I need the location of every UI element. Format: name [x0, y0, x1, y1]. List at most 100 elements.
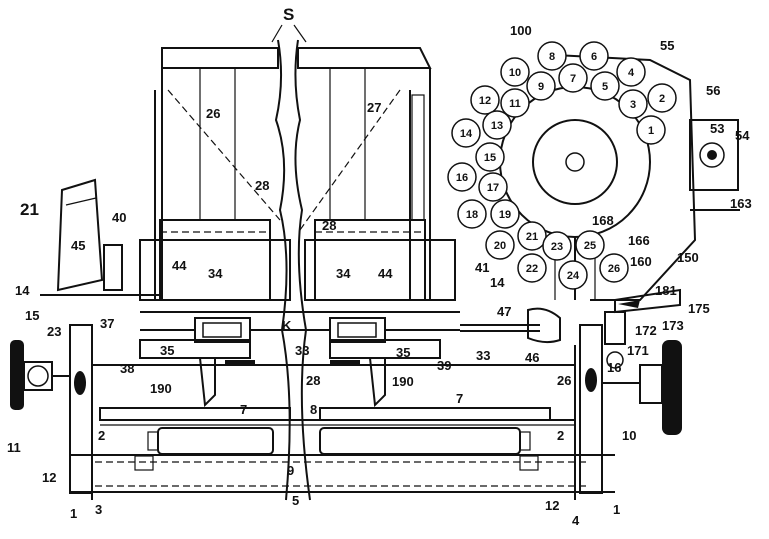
label-35-left: 35 — [160, 343, 174, 358]
cartridge-9 — [526, 71, 556, 101]
cartridge-8 — [537, 41, 567, 71]
label-55: 55 — [660, 38, 674, 53]
label-9: 9 — [287, 463, 294, 478]
label-16: 16 — [607, 360, 621, 375]
cartridge-5 — [590, 71, 620, 101]
label-168: 168 — [592, 213, 614, 228]
cartridge-number-21: 21 — [526, 231, 538, 243]
cartridge-number-24: 24 — [567, 270, 580, 282]
label-38: 38 — [120, 361, 134, 376]
label-100: 100 — [510, 23, 532, 38]
label-56: 56 — [706, 83, 720, 98]
cartridge-22 — [517, 253, 547, 283]
cartridge-number-6: 6 — [591, 51, 597, 63]
label-26-top: 26 — [206, 106, 220, 121]
label-172: 172 — [635, 323, 657, 338]
cartridge-number-7: 7 — [570, 73, 576, 85]
label-10: 10 — [622, 428, 636, 443]
label-14-right: 14 — [490, 275, 505, 290]
label-46: 46 — [525, 350, 539, 365]
cartridge-14 — [451, 118, 481, 148]
label-53: 53 — [710, 121, 724, 136]
cartridge-4 — [616, 57, 646, 87]
cartridge-number-13: 13 — [491, 120, 503, 132]
label-45: 45 — [71, 238, 85, 253]
cartridge-number-8: 8 — [549, 51, 555, 63]
label-K: K — [282, 318, 292, 333]
cartridge-number-16: 16 — [456, 172, 468, 184]
label-12-left: 12 — [42, 470, 56, 485]
label-15: 15 — [25, 308, 39, 323]
label-1-right: 1 — [613, 502, 620, 517]
cartridge-6 — [579, 41, 609, 71]
label-33-left: 33 — [295, 343, 309, 358]
cartridge-number-23: 23 — [551, 241, 563, 253]
rollers — [99, 407, 551, 455]
cartridge-number-19: 19 — [499, 209, 511, 221]
label-190-right: 190 — [392, 374, 414, 389]
cartridge-19 — [490, 199, 520, 229]
cartridge-25 — [575, 230, 605, 260]
cartridge-23 — [542, 231, 572, 261]
cartridge-number-9: 9 — [538, 81, 544, 93]
cartridge-number-26: 26 — [608, 263, 620, 275]
cartridge-21 — [517, 221, 547, 251]
label-3: 3 — [95, 502, 102, 517]
cartridge-number-12: 12 — [479, 95, 491, 107]
cartridge-number-11: 11 — [509, 98, 521, 110]
funnel-21 — [40, 178, 160, 296]
cartridge-17 — [478, 172, 508, 202]
label-33-right: 33 — [476, 348, 490, 363]
label-14-left: 14 — [15, 283, 30, 298]
label-175: 175 — [688, 301, 710, 316]
label-54: 54 — [735, 128, 750, 143]
label-11: 11 — [7, 440, 21, 455]
cartridge-number-4: 4 — [628, 67, 635, 79]
label-23: 23 — [47, 324, 61, 339]
label-44-right: 44 — [378, 266, 393, 281]
label-21: 21 — [20, 200, 39, 219]
label-181: 181 — [655, 283, 677, 298]
cartridge-number-5: 5 — [602, 81, 608, 93]
label-26-right: 26 — [557, 373, 571, 388]
cartridge-26 — [599, 253, 629, 283]
cartridge-number-17: 17 — [487, 182, 499, 194]
cartridge-number-2: 2 — [659, 93, 665, 105]
cartridge-12 — [470, 85, 500, 115]
label-44-left: 44 — [172, 258, 187, 273]
cartridge-number-1: 1 — [648, 125, 654, 137]
label-41: 41 — [475, 260, 489, 275]
cartridge-number-15: 15 — [484, 152, 496, 164]
label-12-right: 12 — [545, 498, 559, 513]
label-35-right: 35 — [396, 345, 410, 360]
magazine-hoppers — [139, 39, 456, 501]
label-4: 4 — [572, 513, 580, 528]
cartridge-number-22: 22 — [526, 263, 538, 275]
cartridge-7 — [558, 63, 588, 93]
label-173: 173 — [662, 318, 684, 333]
left-handwheel — [10, 340, 70, 410]
cartridge-number-10: 10 — [509, 67, 521, 79]
cartridge-number-25: 25 — [584, 240, 596, 252]
cartridge-number-14: 14 — [460, 128, 473, 140]
label-34-right: 34 — [336, 266, 351, 281]
label-5: 5 — [292, 493, 299, 508]
label-190-left: 190 — [150, 381, 172, 396]
label-S: S — [283, 5, 294, 24]
label-2-left: 2 — [98, 428, 105, 443]
cartridge-3 — [618, 89, 648, 119]
label-166: 166 — [628, 233, 650, 248]
label-1-left: 1 — [70, 506, 77, 521]
cartridge-number-18: 18 — [466, 209, 478, 221]
shaft-33 — [460, 307, 561, 344]
label-7-left: 7 — [240, 402, 247, 417]
label-8: 8 — [310, 402, 317, 417]
cartridge-1 — [636, 115, 666, 145]
cartridge-16 — [447, 162, 477, 192]
label-2-right: 2 — [557, 428, 564, 443]
cartridge-13 — [482, 110, 512, 140]
label-7-right: 7 — [456, 391, 463, 406]
label-37: 37 — [100, 316, 114, 331]
cartridge-number-20: 20 — [494, 240, 506, 252]
